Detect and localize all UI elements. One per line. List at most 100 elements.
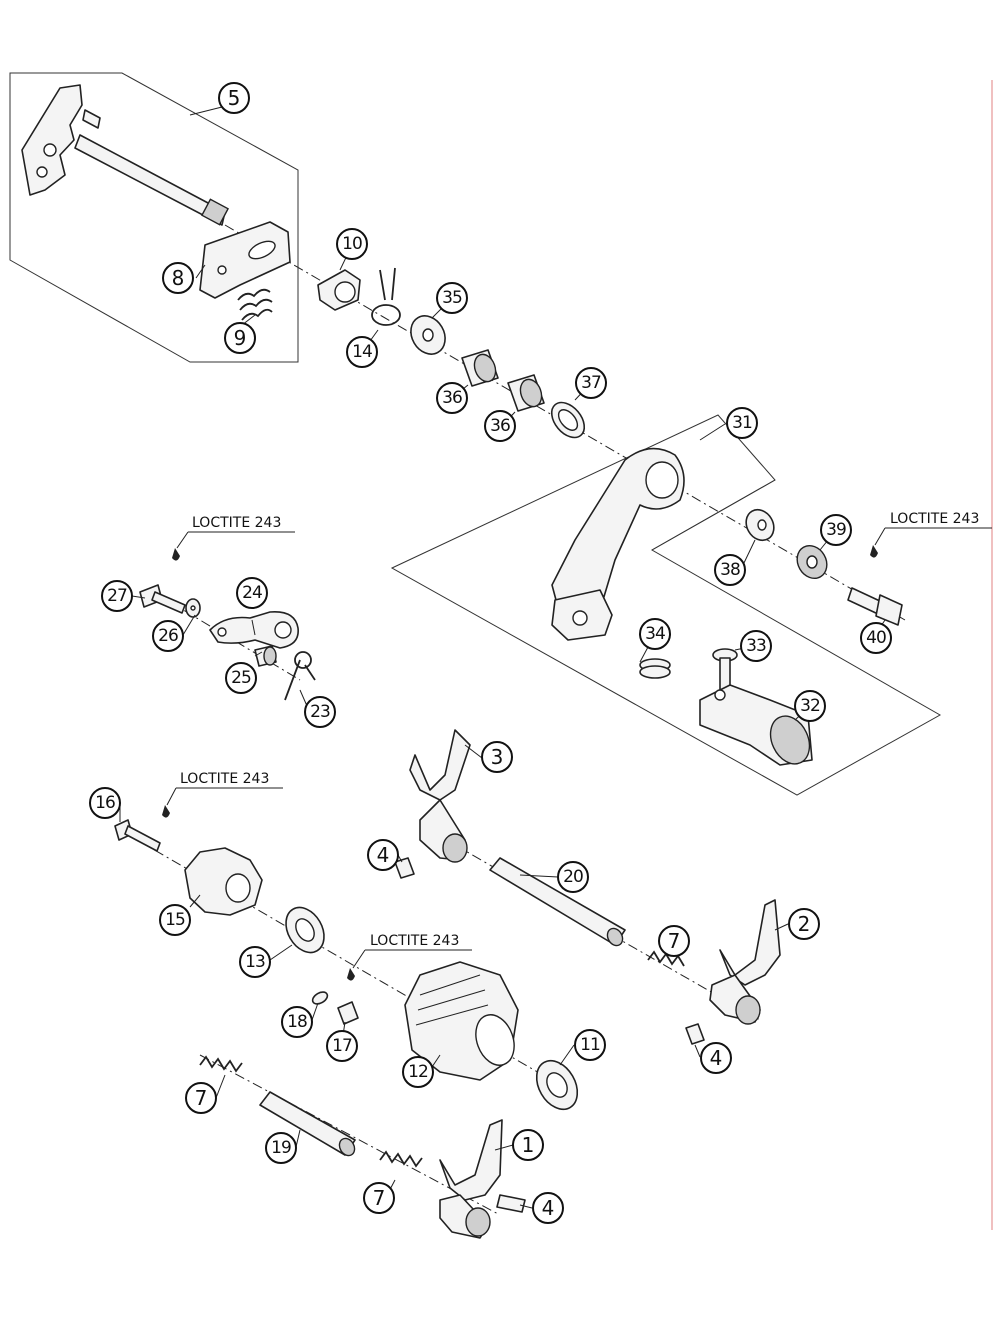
callout-33: 33	[740, 630, 772, 662]
callout-36a: 36	[436, 382, 468, 414]
loctite-note-lever-bolt: LOCTITE 243	[172, 515, 295, 561]
svg-text:31: 31	[732, 413, 752, 433]
svg-text:33: 33	[746, 636, 766, 656]
callout-16: 16	[89, 787, 121, 819]
callout-8: 8	[162, 262, 194, 294]
svg-text:39: 39	[826, 520, 846, 540]
callout-7c: 7	[658, 925, 690, 957]
svg-text:7: 7	[195, 1086, 208, 1110]
svg-text:19: 19	[271, 1138, 291, 1158]
shift-shaft-part	[21, 84, 230, 226]
washer-38-part	[745, 508, 775, 542]
callout-3: 3	[481, 741, 513, 773]
svg-text:2: 2	[798, 912, 811, 936]
pin-4c-part	[496, 1194, 526, 1213]
callout-38: 38	[714, 554, 746, 586]
pin-4b-part	[685, 1023, 705, 1045]
loctite-label: LOCTITE 243	[180, 771, 269, 787]
bolt-16-part	[114, 819, 161, 852]
loctite-label: LOCTITE 243	[370, 933, 459, 949]
callout-13: 13	[239, 946, 271, 978]
svg-text:26: 26	[158, 626, 178, 646]
callout-10: 10	[336, 228, 368, 260]
callout-4a: 4	[367, 839, 399, 871]
shift-fork-3-part	[409, 729, 471, 863]
svg-text:34: 34	[645, 624, 665, 644]
callout-15: 15	[159, 904, 191, 936]
shift-rail-19-part	[259, 1091, 356, 1157]
loctite-note-footpeg-bolt: LOCTITE 243	[870, 511, 992, 558]
spring-washer-39-part	[796, 544, 828, 580]
callout-11: 11	[574, 1029, 606, 1061]
locking-spring-part	[284, 651, 316, 701]
shift-rail-20-part	[489, 857, 626, 947]
callout-14: 14	[346, 336, 378, 368]
svg-text:17: 17	[332, 1036, 352, 1056]
svg-text:25: 25	[231, 668, 251, 688]
svg-text:4: 4	[542, 1196, 555, 1220]
shift-shaft-assembly-frame	[9, 72, 299, 363]
svg-text:16: 16	[95, 793, 115, 813]
sleeve-17-part	[337, 1001, 359, 1025]
callout-4c: 4	[532, 1192, 564, 1224]
callout-12: 12	[402, 1056, 434, 1088]
callout-40: 40	[860, 622, 892, 654]
loctite-label: LOCTITE 243	[192, 515, 281, 531]
pin-4a-part	[394, 857, 415, 879]
callout-32: 32	[794, 690, 826, 722]
callout-25: 25	[225, 662, 257, 694]
callout-1: 1	[512, 1129, 544, 1161]
callout-31: 31	[726, 407, 758, 439]
needle-bearing-b-part	[507, 374, 545, 412]
callout-23: 23	[304, 696, 336, 728]
shift-fork-1-part	[439, 1119, 503, 1239]
loctite-label: LOCTITE 243	[890, 511, 979, 527]
svg-text:23: 23	[310, 702, 330, 722]
return-spring-part	[371, 267, 401, 326]
washer-26-part	[185, 598, 201, 618]
svg-text:4: 4	[710, 1046, 723, 1070]
svg-text:1: 1	[522, 1133, 535, 1157]
callout-37: 37	[575, 367, 607, 399]
svg-text:12: 12	[408, 1062, 428, 1082]
svg-text:37: 37	[581, 373, 601, 393]
svg-text:4: 4	[377, 843, 390, 867]
shift-fork-2-part	[709, 899, 781, 1025]
footpeg-spring-part	[639, 658, 671, 679]
svg-text:14: 14	[352, 342, 372, 362]
svg-text:38: 38	[720, 560, 740, 580]
spring-7a-part	[199, 1055, 243, 1073]
seal-11-part	[535, 1059, 579, 1111]
callout-24: 24	[236, 577, 268, 609]
svg-text:18: 18	[287, 1012, 307, 1032]
needle-bearing-a-part	[461, 349, 499, 387]
washer-18-part	[311, 991, 329, 1005]
plate-spring-part	[237, 288, 273, 321]
shift-clip-part	[317, 269, 361, 311]
svg-text:20: 20	[563, 867, 583, 887]
seal-ring-37-part	[550, 401, 586, 439]
callout-4b: 4	[700, 1042, 732, 1074]
callout-9: 9	[224, 322, 256, 354]
axis-shift-shaft	[224, 224, 906, 621]
callout-17: 17	[326, 1030, 358, 1062]
svg-text:5: 5	[228, 86, 241, 110]
callout-7a: 7	[185, 1082, 217, 1114]
svg-text:8: 8	[172, 266, 185, 290]
footpeg-part	[699, 684, 813, 766]
callout-34: 34	[639, 618, 671, 650]
seal-13-part	[285, 906, 325, 954]
svg-text:36: 36	[442, 388, 462, 408]
svg-text:27: 27	[107, 586, 127, 606]
callout-7b: 7	[363, 1182, 395, 1214]
callout-2: 2	[788, 908, 820, 940]
washer-35-part	[410, 315, 446, 355]
callout-19: 19	[265, 1132, 297, 1164]
loctite-note-cam-bolt: LOCTITE 243	[162, 771, 283, 818]
svg-text:40: 40	[866, 628, 886, 648]
callout-35: 35	[436, 282, 468, 314]
callout-39: 39	[820, 514, 852, 546]
callout-5: 5	[218, 82, 250, 114]
callout-18: 18	[281, 1006, 313, 1038]
